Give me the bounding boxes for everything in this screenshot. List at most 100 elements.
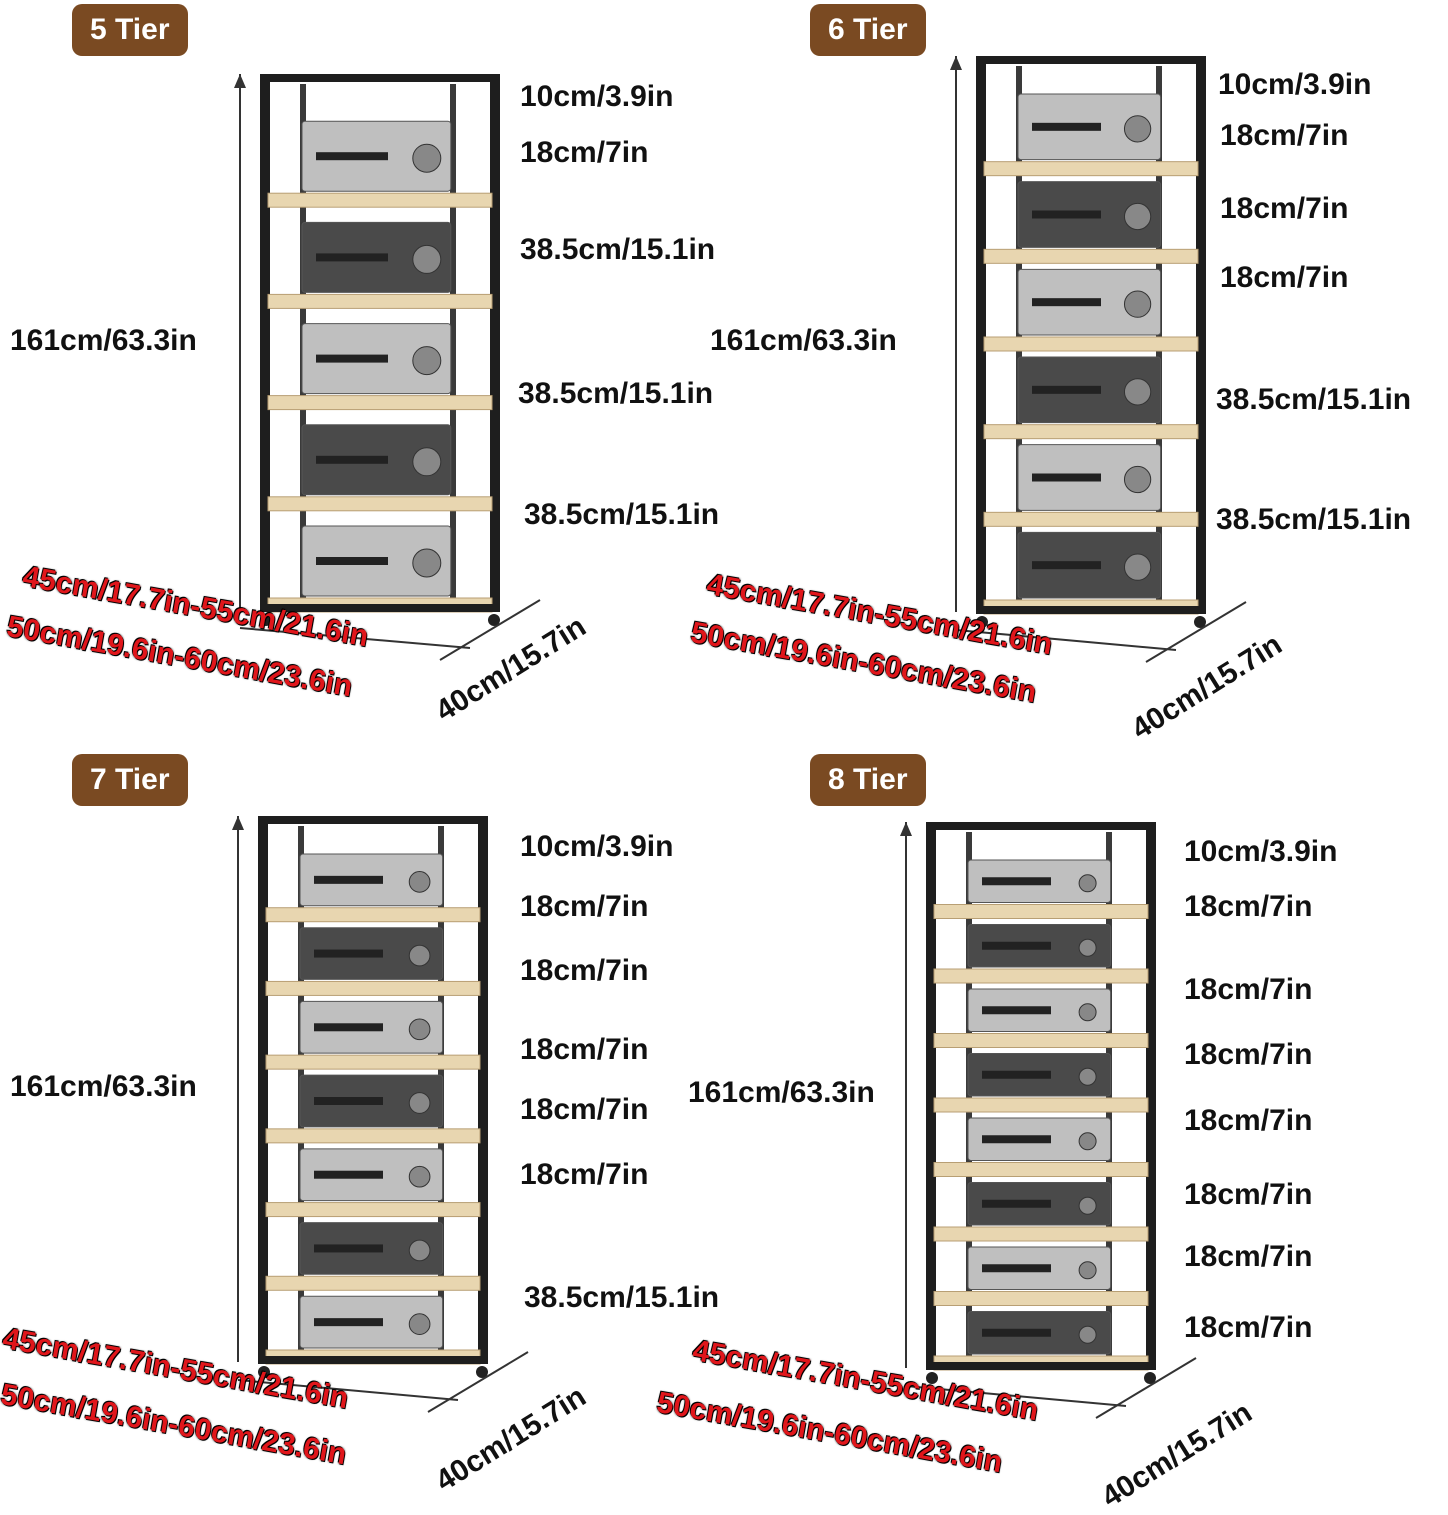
depth-arrow [1145, 601, 1247, 663]
shelf-board [265, 1054, 481, 1070]
caster-wheel [1144, 1372, 1156, 1384]
device-display [982, 1135, 1051, 1144]
device-display [982, 1199, 1051, 1208]
total-height-label: 161cm/63.3in [10, 324, 197, 357]
arrow-head [950, 56, 962, 70]
device-knob [1123, 553, 1152, 581]
gap-label: 38.5cm/15.1in [1216, 503, 1412, 536]
depth-arrow [427, 1351, 529, 1413]
device-knob [1123, 290, 1152, 318]
device-knob [1078, 1132, 1097, 1151]
device-display [316, 253, 388, 262]
shelf-board [267, 192, 493, 208]
tier-badge: 5 Tier [72, 4, 188, 56]
device-display [316, 354, 388, 363]
caster-wheel [260, 614, 272, 626]
device-display [314, 875, 383, 884]
panel-6-tier: 6 Tier 161cm/63.3in 10cm/3.9in 18cm/7in … [688, 0, 1448, 750]
gap-label: 38.5cm/15.1in [524, 1281, 720, 1314]
device-display [314, 1244, 383, 1253]
rack-post [478, 816, 488, 1362]
shelf-board [933, 1033, 1149, 1048]
gap-label: 18cm/7in [1184, 1178, 1313, 1211]
device-display [1032, 473, 1101, 482]
device-knob [1078, 1067, 1097, 1086]
device-display [314, 1318, 383, 1327]
shelf-board [983, 248, 1199, 264]
device-display [314, 1023, 383, 1032]
shelf-board [265, 907, 481, 923]
depth-label: 40cm/15.7in [1096, 1395, 1258, 1514]
gap-label: 38.5cm/15.1in [1216, 383, 1412, 416]
rack-illustration [232, 816, 529, 1413]
gap-label: 10cm/3.9in [1218, 68, 1372, 101]
shelf-board [933, 968, 1149, 984]
tier-badge: 6 Tier [810, 4, 926, 56]
shelf-board [267, 395, 493, 411]
shelf-board [265, 1275, 481, 1291]
gap-label: 18cm/7in [520, 1093, 649, 1126]
device-knob [408, 944, 431, 967]
rack-illustration [950, 56, 1247, 663]
device-display [1032, 210, 1101, 219]
device-display [314, 1097, 383, 1105]
rack-top-bar [258, 816, 488, 824]
shelf-board [265, 1128, 481, 1144]
rack-bottom-bar [258, 1356, 488, 1364]
gap-label: 38.5cm/15.1in [518, 377, 714, 410]
gap-label: 18cm/7in [1220, 192, 1349, 225]
device-knob [408, 1165, 431, 1188]
gap-label: 18cm/7in [520, 954, 649, 987]
gap-label: 18cm/7in [1184, 1104, 1313, 1137]
shelf-board [265, 1202, 481, 1218]
rack-post [258, 816, 268, 1362]
total-height-label: 161cm/63.3in [10, 1070, 197, 1103]
device-knob [412, 548, 442, 578]
rack-post [1196, 56, 1206, 612]
gap-label: 10cm/3.9in [520, 830, 674, 863]
shelf-board [933, 1162, 1149, 1177]
device-knob [1123, 378, 1152, 406]
gap-label: 18cm/7in [520, 1033, 649, 1066]
rack-bottom-bar [926, 1362, 1156, 1370]
rack-post [490, 74, 500, 610]
device-knob [412, 244, 442, 274]
tier-badge: 7 Tier [72, 754, 188, 806]
rack-bottom-bar [260, 604, 500, 612]
depth-arrow [439, 599, 541, 661]
gap-label: 18cm/7in [1184, 890, 1313, 923]
caster-wheel [476, 1366, 488, 1378]
shelf-board [983, 336, 1199, 352]
device-knob [408, 1313, 431, 1335]
device-knob [1078, 1196, 1097, 1215]
arrow-head [234, 74, 246, 88]
gap-label: 10cm/3.9in [520, 80, 674, 113]
shelf-board [933, 1226, 1149, 1242]
arrow-head [232, 816, 244, 830]
gap-label: 18cm/7in [1184, 1240, 1313, 1273]
panel-5-tier: 5 Tier 161cm/63.3in 10cm/3.9in 18cm/7in … [0, 0, 724, 750]
device-knob [408, 1092, 431, 1114]
caster-wheel [488, 614, 500, 626]
shelf-board [983, 424, 1199, 440]
width-arrow [237, 1379, 459, 1401]
gap-label: 18cm/7in [1184, 1038, 1313, 1071]
tier-badge: 8 Tier [810, 754, 926, 806]
rack-post [260, 74, 270, 610]
device-display [982, 1328, 1051, 1337]
rack-post [1146, 822, 1156, 1368]
panel-7-tier: 7 Tier 161cm/63.3in 10cm/3.9in 18cm/7in … [0, 750, 724, 1500]
gap-label: 18cm/7in [1184, 1311, 1313, 1344]
panel-8-tier: 8 Tier 161cm/63.3in 10cm/3.9in 18cm/7in … [654, 750, 1448, 1514]
rack-post [450, 84, 456, 600]
device-display [982, 1006, 1051, 1015]
device-knob [412, 143, 442, 173]
device-knob [412, 346, 442, 376]
shelf-board [933, 1097, 1149, 1113]
shelf-board [983, 161, 1199, 177]
device-knob [1078, 938, 1097, 957]
device-knob [408, 1018, 431, 1041]
device-knob [1078, 1003, 1097, 1022]
device-knob [412, 447, 442, 477]
shelf-board [933, 904, 1149, 919]
